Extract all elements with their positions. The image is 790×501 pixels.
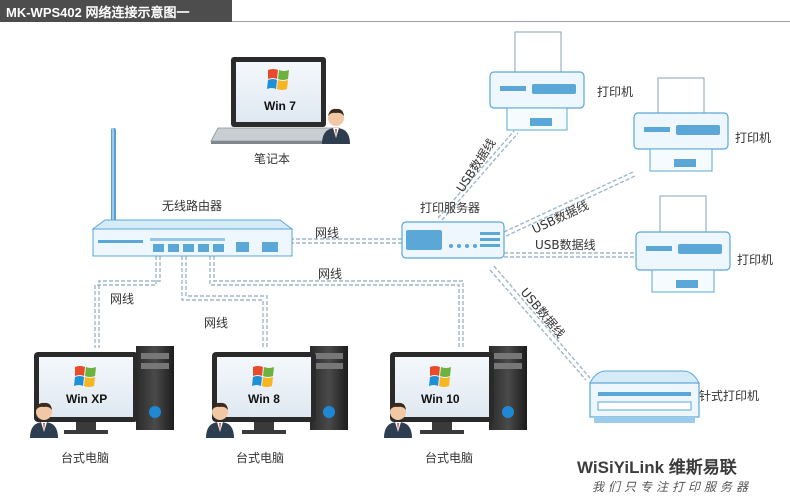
os-label-laptop: Win 7 [264, 99, 296, 113]
label-printer-3: 打印机 [737, 253, 774, 267]
print-server-icon [401, 221, 505, 259]
header-bar: MK-WPS402 网络连接示意图一 [0, 0, 232, 22]
cable-router-server [290, 238, 402, 244]
cable-usb-1 [437, 130, 519, 221]
printer-icon-1 [489, 31, 585, 131]
os-label-desktop-1: Win XP [66, 392, 108, 406]
label-print-server: 打印服务器 [420, 201, 481, 215]
label-printer-2: 打印机 [735, 131, 772, 145]
laptop-icon [210, 57, 347, 144]
user-icon-laptop [322, 108, 350, 144]
brand-name: WiSiYiLink 维斯易联 [577, 458, 737, 477]
printer-icon-3 [635, 195, 731, 293]
cable-router-winxp [94, 256, 161, 348]
header-divider [232, 21, 790, 22]
desktop-icon-3 [390, 346, 527, 434]
dot-matrix-printer-icon [589, 370, 700, 423]
label-cable-router-server: 网线 [315, 226, 340, 240]
cable-router-win8 [181, 256, 268, 348]
label-desktop-2: 台式电脑 [236, 451, 285, 465]
label-cable-router-winxp: 网线 [110, 292, 135, 306]
label-dot-matrix-printer: 针式打印机 [699, 389, 760, 403]
desktop-icon-1 [34, 346, 174, 434]
router-icon [91, 128, 294, 257]
label-printer-1: 打印机 [597, 85, 634, 99]
label-cable-router-win10: 网线 [318, 267, 343, 281]
label-usb-3: USB数据线 [535, 238, 596, 252]
page-title: MK-WPS402 网络连接示意图一 [6, 5, 190, 20]
label-cable-router-win8: 网线 [204, 316, 229, 330]
label-desktop-1: 台式电脑 [61, 451, 110, 465]
desktop-icon-2 [212, 346, 348, 434]
cable-usb-4 [489, 265, 591, 381]
brand-slogan: 我们只专注打印服务器 [592, 480, 753, 494]
printer-icon-2 [633, 77, 729, 172]
label-router: 无线路由器 [162, 199, 223, 213]
os-label-desktop-3: Win 10 [421, 392, 460, 406]
label-desktop-3: 台式电脑 [425, 451, 474, 465]
cable-router-win10 [209, 256, 464, 348]
os-label-desktop-2: Win 8 [248, 392, 280, 406]
cable-usb-3 [504, 252, 636, 258]
label-laptop: 笔记本 [254, 152, 291, 166]
